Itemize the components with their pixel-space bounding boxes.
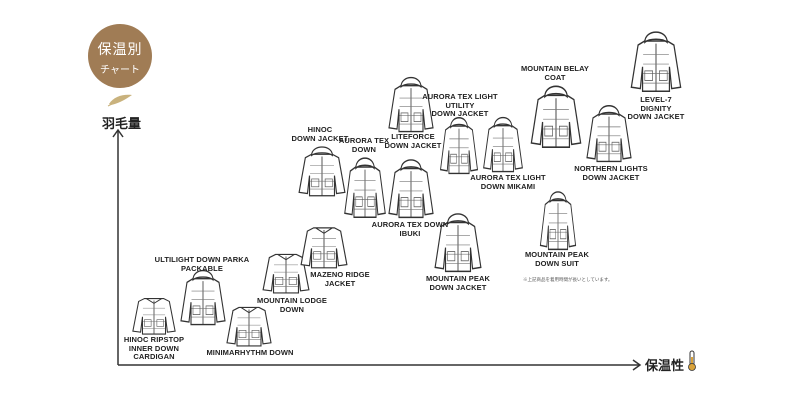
label-aurora-light-utility: AURORA TEX LIGHT UTILITY DOWN JACKET xyxy=(422,93,498,119)
label-mazeno-ridge: MAZENO RIDGE JACKET xyxy=(310,271,370,288)
label-aurora-tex-down: AURORA TEX DOWN xyxy=(339,137,389,154)
label-mountain-lodge: MOUNTAIN LODGE DOWN xyxy=(257,297,327,314)
jacket-illustration-aurora-tex-ibuki xyxy=(386,154,436,220)
label-aurora-light-mikami: AURORA TEX LIGHT DOWN MIKAMI xyxy=(470,174,546,191)
label-mountain-peak-jacket: MOUNTAIN PEAK DOWN JACKET xyxy=(426,275,490,292)
label-ultilight-parka: ULTILIGHT DOWN PARKA PACKABLE xyxy=(155,256,250,273)
jacket-illustration-aurora-light-mikami xyxy=(481,112,525,174)
footnote: ※上記商品を着用時間が長いとしています。 xyxy=(523,277,612,283)
label-liteforce: LITEFORCE DOWN JACKET xyxy=(385,133,442,150)
jacket-illustration-aurora-tex-down xyxy=(342,152,388,220)
jacket-illustration-level-7 xyxy=(628,26,684,94)
label-mountain-peak-suit: MOUNTAIN PEAK DOWN SUIT xyxy=(525,251,589,268)
label-mountain-belay: MOUNTAIN BELAY COAT xyxy=(521,65,589,82)
label-aurora-tex-ibuki: AURORA TEX DOWN IBUKI xyxy=(372,221,449,238)
jacket-illustration-mountain-peak-suit xyxy=(538,186,578,252)
jacket-illustration-mazeno-ridge xyxy=(298,216,350,270)
thermometer-icon xyxy=(687,350,697,372)
jacket-illustration-hinoc-ripstop xyxy=(130,288,178,336)
jacket-illustration-mountain-peak-jacket xyxy=(432,208,484,274)
label-minimarhythm: MINIMARHYTHM DOWN xyxy=(206,349,293,358)
jacket-illustration-northern-lights xyxy=(584,100,634,164)
label-level-7: LEVEL-7 DIGNITY DOWN JACKET xyxy=(628,96,685,122)
label-northern-lights: NORTHERN LIGHTS DOWN JACKET xyxy=(574,165,648,182)
jacket-illustration-ultilight-parka xyxy=(178,265,228,327)
jacket-illustration-mountain-belay xyxy=(528,80,584,150)
jacket-illustration-aurora-light-utility xyxy=(438,112,480,176)
x-axis-label: 保温性 xyxy=(645,355,684,374)
label-hinoc-ripstop: HINOC RIPSTOP INNER DOWN CARDIGAN xyxy=(124,336,184,362)
